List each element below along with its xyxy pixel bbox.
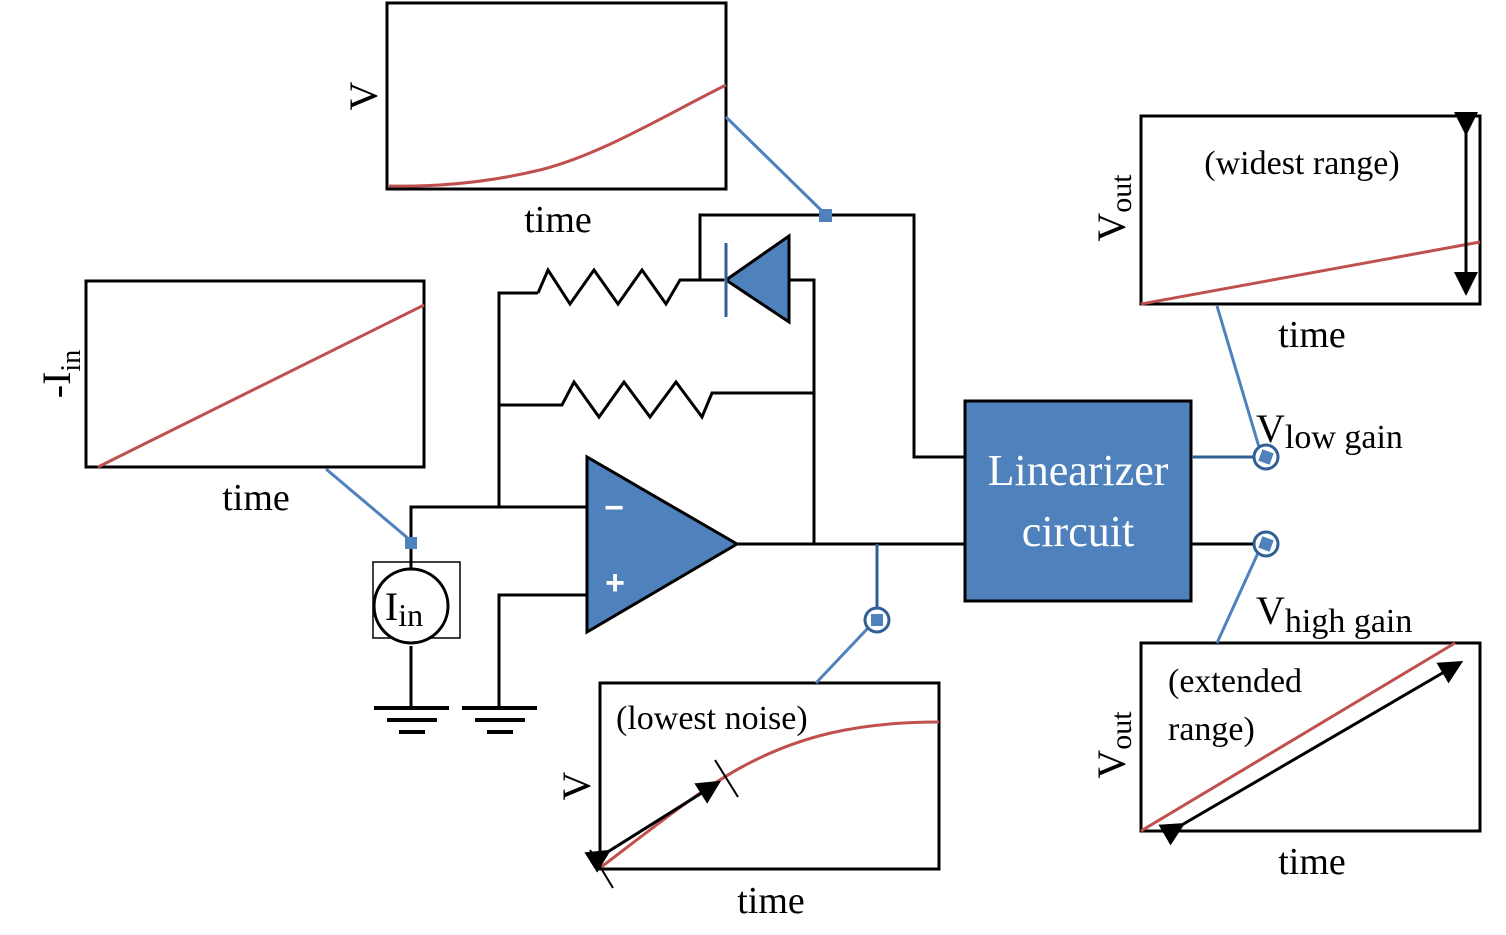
svg-text:Vlow gain: Vlow gain [1256,406,1403,456]
plot-input-current: time -Iin [34,279,426,519]
ylabel: -I [34,372,79,399]
ylabel-sub: in [56,350,87,372]
svg-text:-Iin: -Iin [34,350,87,398]
high-gain-label-sub: high gain [1285,603,1412,640]
plot-log-voltage: time V [341,1,728,241]
output-terminal-high-gain [1252,530,1280,558]
xlabel: time [524,199,592,241]
plot-frame [1139,114,1482,306]
high-gain-label: V [1256,588,1285,633]
curve [97,303,425,469]
svg-text:Iin: Iin [385,584,423,633]
xlabel: time [737,880,805,922]
source-label-sub: in [398,597,423,633]
ylabel-sub: out [1105,711,1138,750]
output-terminal [863,606,891,634]
ylabel-sub: out [1105,174,1138,213]
ylabel: V [1089,750,1134,779]
wires [409,213,1255,707]
plot-frame [84,279,426,469]
ground-symbol [462,706,537,734]
feedback-resistor [499,379,814,421]
annotation: (lowest noise) [616,700,808,737]
range-arrow [1158,660,1464,846]
probe-marker [819,209,832,222]
curve [388,83,727,188]
source-label: I [385,584,398,629]
probe-marker [405,537,417,549]
block-label-line2: circuit [1022,507,1134,556]
plot-frame [385,1,728,191]
linearizer-block: Linearizer circuit [963,399,1193,603]
opamp-plus: + [605,564,625,602]
annotation-line1: (extended [1168,663,1302,700]
svg-text:Vout: Vout [1089,174,1138,242]
callout-lines [325,115,1261,685]
curve [599,720,940,870]
annotation-line2: range) [1168,711,1255,748]
plot-opamp-output: (lowest noise) time V [554,681,941,922]
resistor-diode-branch [536,266,724,307]
diode [723,233,791,325]
xlabel: time [1278,314,1346,356]
plot-frame [598,681,941,871]
plot-high-gain: (extended range) time Vout [1089,641,1482,883]
output-terminal-low-gain [1252,443,1280,471]
noise-range-arrow [584,780,722,873]
block-label-line1: Linearizer [988,446,1169,495]
op-amp: − + [585,454,740,635]
svg-text:Vout: Vout [1089,711,1138,779]
plot-low-gain: (widest range) time Vout [1089,112,1482,356]
ylabel: V [554,771,599,800]
low-gain-label-sub: low gain [1285,419,1403,456]
ground-symbol [374,706,449,734]
range-tick-start [589,849,614,889]
range-tick-end [714,759,739,798]
opamp-minus: − [604,489,624,527]
svg-text:Vhigh gain: Vhigh gain [1256,588,1412,640]
ylabel: V [1089,213,1134,242]
current-source: Iin [372,561,461,645]
curve [1140,240,1481,306]
ylabel: V [341,81,386,110]
low-gain-label: V [1256,406,1285,451]
xlabel: time [1278,841,1346,883]
xlabel: time [222,477,290,519]
annotation: (widest range) [1204,145,1399,182]
